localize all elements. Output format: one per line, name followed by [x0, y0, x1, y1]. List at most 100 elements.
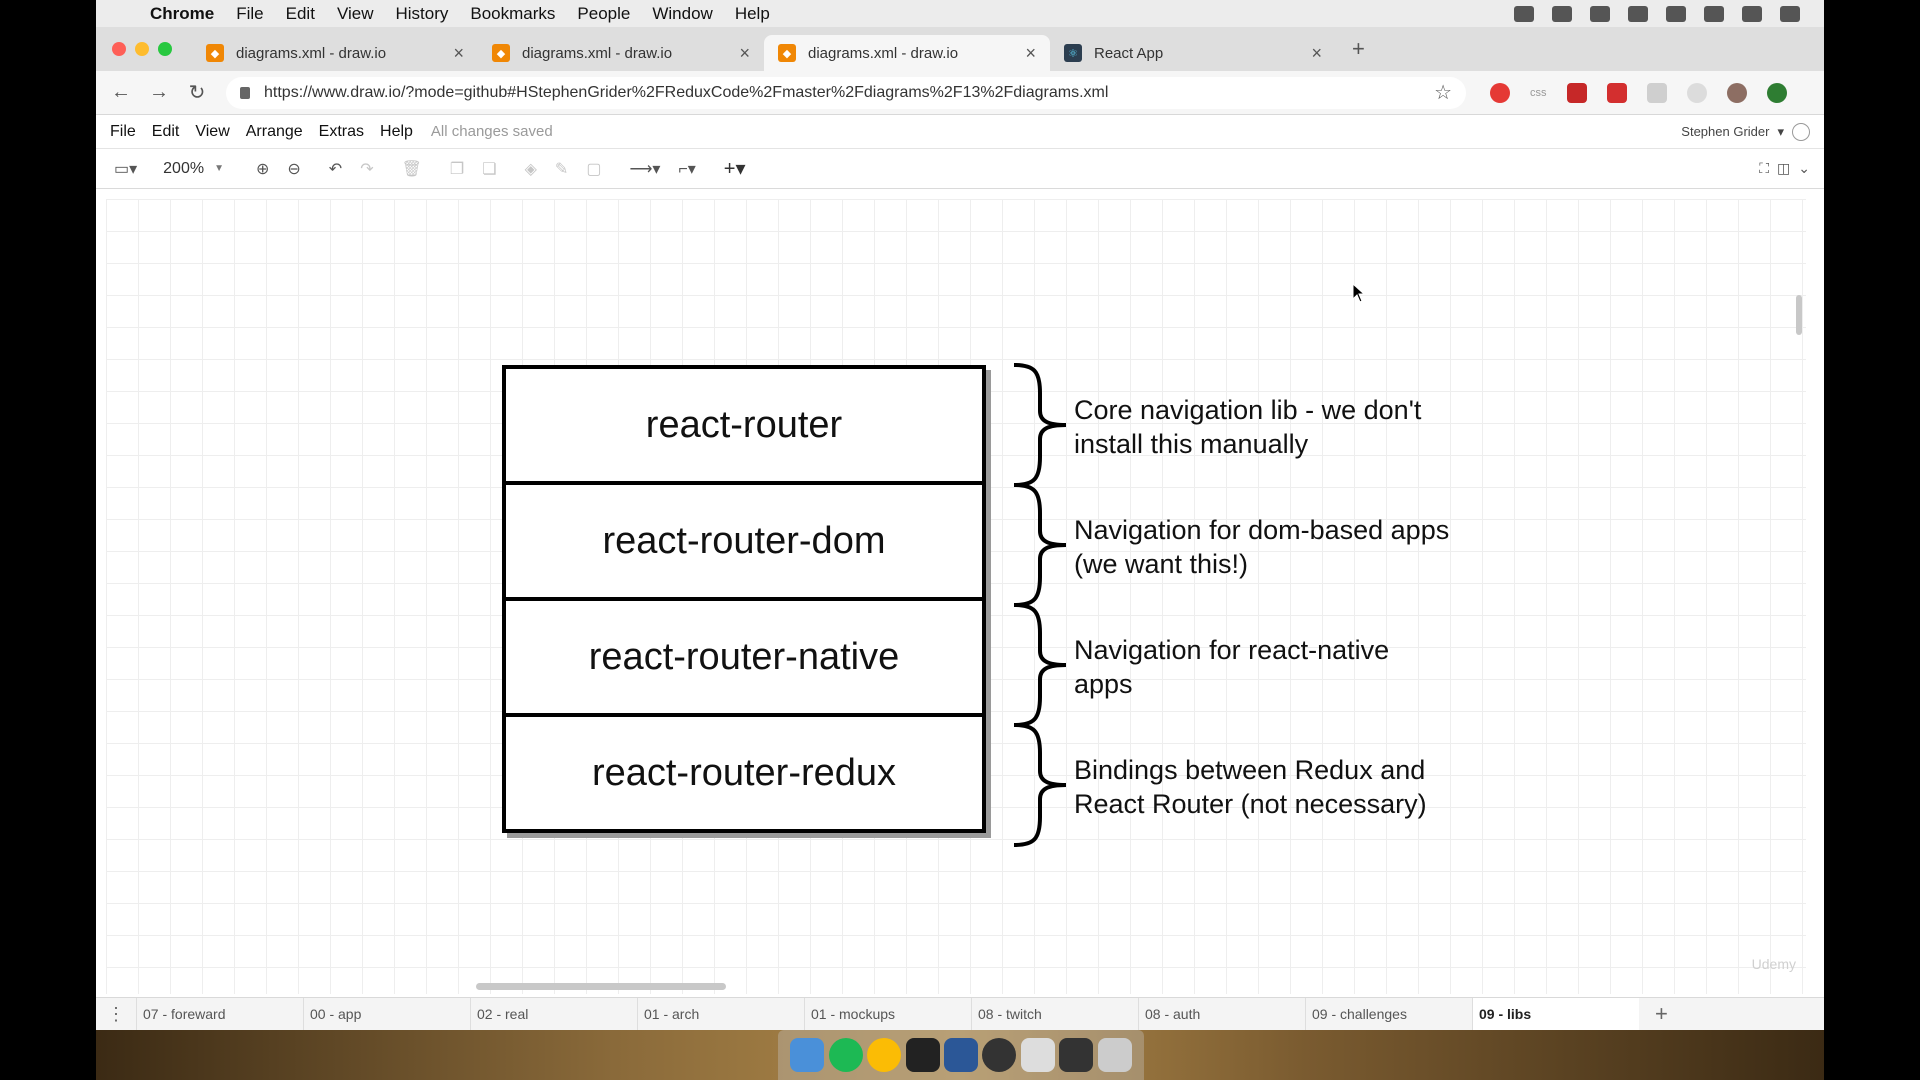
obs-icon[interactable]: [982, 1038, 1017, 1072]
globe-icon[interactable]: [1792, 122, 1810, 141]
curly-brace-1[interactable]: [1010, 363, 1080, 487]
panel-toggle-icon[interactable]: ◫: [1777, 160, 1791, 176]
url-field[interactable]: https://www.draw.io/?mode=github#HStephe…: [226, 76, 1466, 109]
url-text[interactable]: https://www.draw.io/?mode=github#HStephe…: [264, 83, 1109, 101]
fill-color-icon[interactable]: ◈: [524, 160, 537, 178]
page-tab[interactable]: 07 - foreward: [136, 997, 303, 1030]
box-react-router-dom[interactable]: react-router-dom: [502, 481, 986, 601]
new-tab-button[interactable]: +: [1352, 36, 1365, 61]
box-react-router[interactable]: react-router: [502, 365, 986, 485]
terminal-icon[interactable]: [905, 1038, 940, 1072]
wifi-icon[interactable]: [1628, 5, 1648, 22]
page-tab[interactable]: 08 - twitch: [971, 997, 1138, 1030]
page-tab-active[interactable]: 09 - libs: [1472, 997, 1639, 1030]
reload-icon[interactable]: ↻: [188, 82, 206, 104]
trash-icon[interactable]: [1097, 1038, 1132, 1072]
siri-icon[interactable]: [1742, 5, 1762, 22]
docker-icon[interactable]: [1590, 5, 1610, 22]
chrome-icon[interactable]: [867, 1038, 902, 1072]
extension-icon[interactable]: [1490, 82, 1510, 103]
page-tab[interactable]: 09 - challenges: [1305, 997, 1472, 1030]
vscode-icon[interactable]: [943, 1038, 978, 1072]
page-tab[interactable]: 01 - arch: [637, 997, 804, 1030]
collapse-icon[interactable]: ⌄: [1798, 160, 1810, 176]
drawio-menu-edit[interactable]: Edit: [151, 122, 180, 140]
close-tab-icon[interactable]: ×: [1311, 42, 1322, 63]
page-tab[interactable]: 00 - app: [303, 997, 470, 1030]
close-tab-icon[interactable]: ×: [739, 42, 750, 63]
menu-history[interactable]: History: [395, 3, 449, 23]
menu-view[interactable]: View: [336, 3, 374, 23]
diagram-canvas[interactable]: react-router react-router-dom react-rout…: [106, 199, 1806, 994]
search-icon[interactable]: [1704, 5, 1724, 22]
extension-icon[interactable]: [1766, 82, 1787, 103]
box-react-router-redux[interactable]: react-router-redux: [502, 713, 986, 833]
close-window-button[interactable]: [112, 42, 126, 56]
menu-window[interactable]: Window: [652, 3, 713, 23]
to-front-icon[interactable]: ❐: [449, 160, 465, 178]
spotify-icon[interactable]: [828, 1038, 863, 1072]
description-react-router-native[interactable]: Navigation for react-native apps: [1074, 633, 1494, 701]
maximize-window-button[interactable]: [158, 42, 172, 56]
insert-icon[interactable]: +▾: [723, 158, 746, 180]
page-tab[interactable]: 02 - real: [470, 997, 637, 1030]
fullscreen-icon[interactable]: ⛶: [1759, 160, 1770, 176]
status-app-icon[interactable]: [1514, 5, 1534, 22]
delete-icon[interactable]: 🗑: [401, 160, 422, 178]
bookmark-star-icon[interactable]: ☆: [1434, 82, 1452, 104]
curly-brace-4[interactable]: [1010, 723, 1080, 847]
vertical-scrollbar[interactable]: [1796, 295, 1802, 335]
add-page-button[interactable]: +: [1655, 1001, 1668, 1026]
menu-file[interactable]: File: [236, 3, 264, 23]
to-back-icon[interactable]: ❏: [482, 160, 497, 178]
preview-icon[interactable]: [1020, 1038, 1055, 1072]
menu-bookmarks[interactable]: Bookmarks: [470, 3, 556, 23]
browser-tab-4[interactable]: ⚛ React App ×: [1050, 35, 1336, 71]
pages-menu-icon[interactable]: ⋮: [107, 1003, 125, 1024]
notification-center-icon[interactable]: [1780, 5, 1800, 22]
user-menu[interactable]: Stephen Grider ▾: [1681, 122, 1810, 141]
connection-style-icon[interactable]: ⟶▾: [629, 160, 661, 178]
zoom-select[interactable]: 200%▼: [163, 160, 224, 178]
description-react-router[interactable]: Core navigation lib - we don't install t…: [1074, 393, 1494, 461]
box-react-router-native[interactable]: react-router-native: [502, 597, 986, 717]
menu-help[interactable]: Help: [734, 3, 770, 23]
drawio-menu-help[interactable]: Help: [380, 122, 413, 140]
glasses-icon[interactable]: [1552, 5, 1572, 22]
browser-tab-3[interactable]: ◆ diagrams.xml - draw.io ×: [764, 35, 1050, 71]
browser-tab-1[interactable]: ◆ diagrams.xml - draw.io ×: [192, 35, 478, 71]
waypoints-icon[interactable]: ⌐▾: [678, 160, 696, 178]
battery-icon[interactable]: [1666, 5, 1686, 22]
line-color-icon[interactable]: ✎: [554, 160, 569, 178]
css-extension-icon[interactable]: css: [1530, 86, 1547, 99]
description-react-router-dom[interactable]: Navigation for dom-based apps (we want t…: [1074, 513, 1494, 581]
horizontal-scrollbar[interactable]: [476, 983, 726, 990]
drawio-menu-arrange[interactable]: Arrange: [245, 122, 303, 140]
screen-icon[interactable]: [1059, 1038, 1094, 1072]
close-tab-icon[interactable]: ×: [1025, 42, 1036, 63]
zoom-in-icon[interactable]: ⊕: [255, 160, 270, 178]
finder-icon[interactable]: [790, 1038, 825, 1072]
redo-icon[interactable]: ↷: [360, 160, 374, 178]
back-arrow-icon[interactable]: ←: [111, 81, 131, 103]
page-tab[interactable]: 01 - mockups: [804, 997, 971, 1030]
menu-people[interactable]: People: [577, 3, 631, 23]
menu-app-name[interactable]: Chrome: [150, 3, 215, 23]
close-tab-icon[interactable]: ×: [453, 42, 464, 63]
extension-icon[interactable]: [1566, 82, 1587, 103]
extension-icon[interactable]: [1646, 82, 1667, 103]
drawio-menu-extras[interactable]: Extras: [318, 122, 365, 140]
minimize-window-button[interactable]: [135, 42, 149, 56]
drawio-menu-file[interactable]: File: [110, 122, 136, 140]
page-tab[interactable]: 08 - auth: [1138, 997, 1305, 1030]
shadow-icon[interactable]: ▢: [586, 160, 602, 178]
menu-edit[interactable]: Edit: [285, 3, 315, 23]
forward-arrow-icon[interactable]: →: [149, 81, 169, 103]
format-panel-icon[interactable]: ▭▾: [114, 160, 138, 178]
extension-icon[interactable]: [1686, 82, 1707, 103]
zoom-out-icon[interactable]: ⊖: [287, 160, 301, 178]
browser-tab-2[interactable]: ◆ diagrams.xml - draw.io ×: [478, 35, 764, 71]
drawio-menu-view[interactable]: View: [195, 122, 230, 140]
extension-icon[interactable]: [1606, 82, 1627, 103]
profile-avatar-icon[interactable]: [1726, 82, 1747, 103]
